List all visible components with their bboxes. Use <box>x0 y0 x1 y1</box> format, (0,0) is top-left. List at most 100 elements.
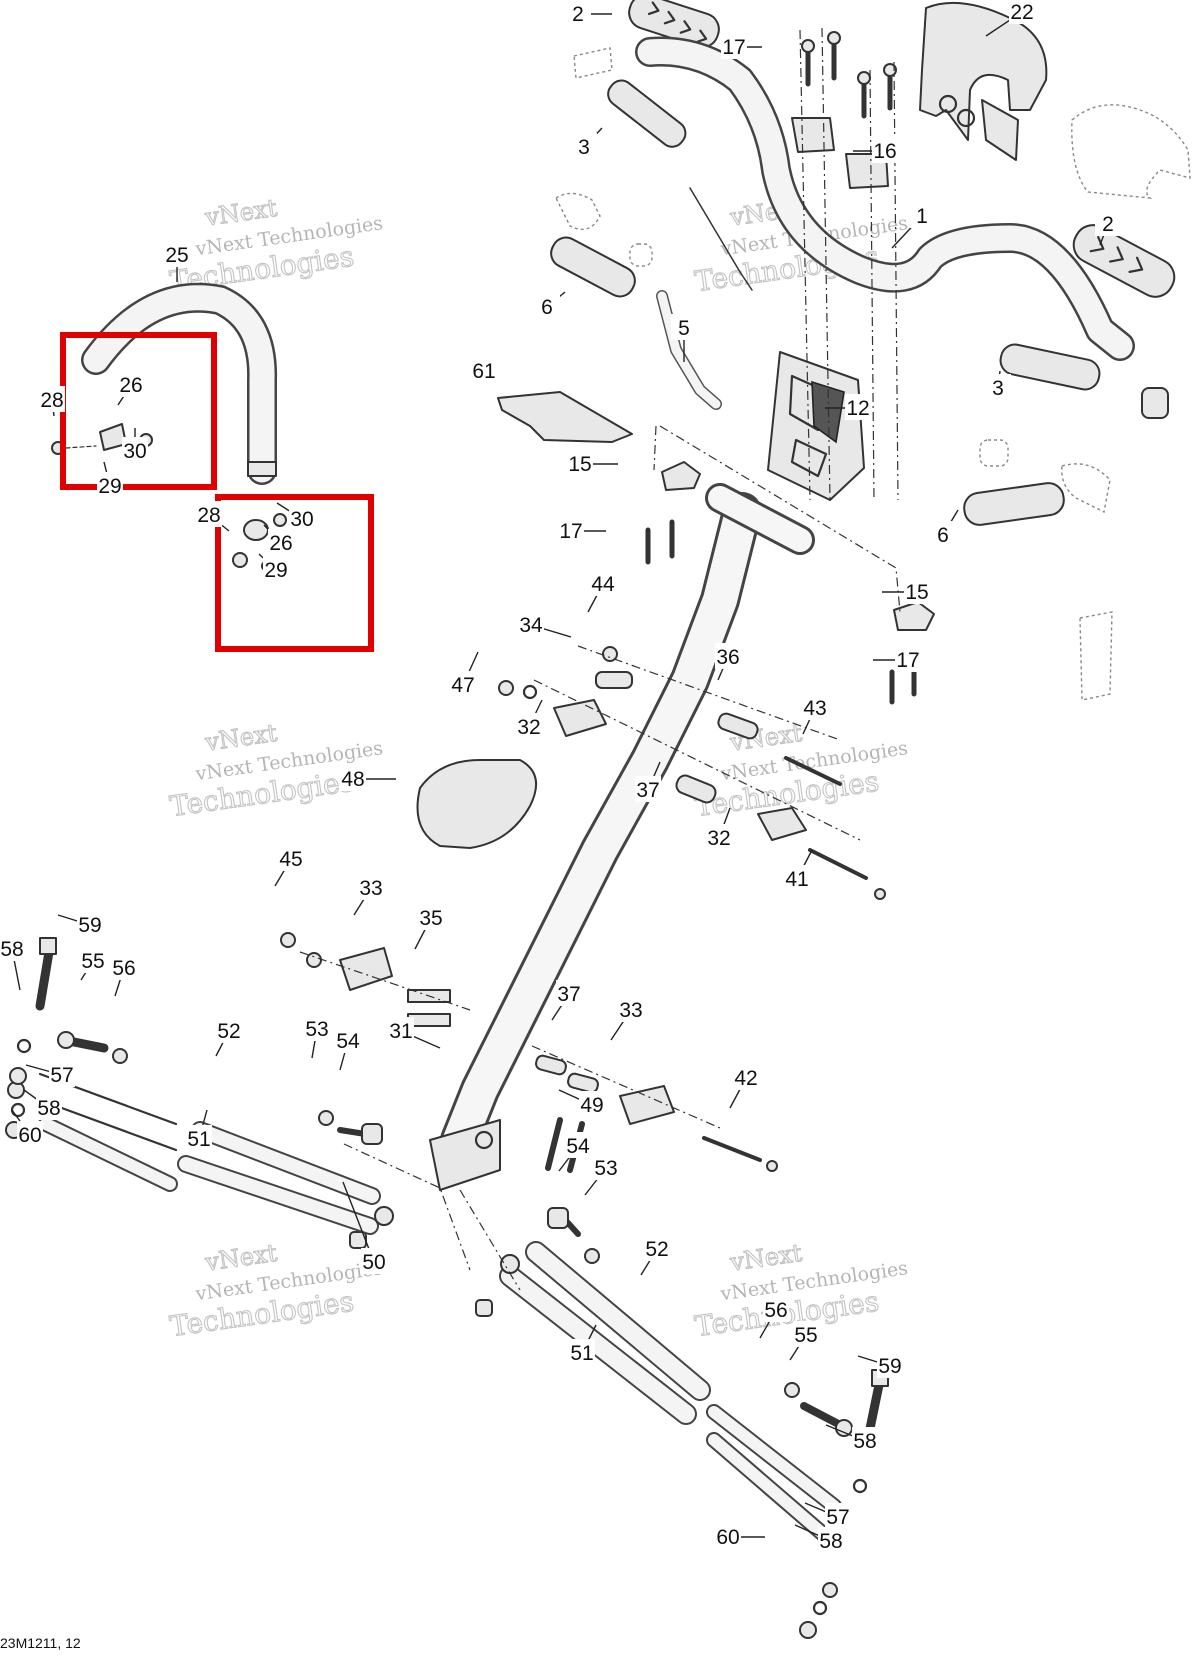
bar-insert-3-right <box>999 343 1101 391</box>
callout-label-33: 33 <box>619 999 642 1022</box>
callout-label-6: 6 <box>937 524 949 547</box>
callout-bg <box>793 1321 819 1347</box>
callout-bg <box>80 947 106 973</box>
ghost-bushing-2 <box>979 439 1009 467</box>
callout-label-45: 45 <box>279 848 302 871</box>
callout-bg <box>196 501 222 527</box>
tie-rods-upper <box>38 1072 394 1235</box>
callout-bg <box>0 935 25 961</box>
callout-label-55: 55 <box>81 950 104 973</box>
callout-bg <box>825 1503 851 1529</box>
callout-bg <box>635 776 661 802</box>
callout-label-43: 43 <box>803 697 826 720</box>
callout-label-57: 57 <box>50 1064 73 1087</box>
callout-bg <box>593 1154 619 1180</box>
callout-bg <box>671 314 697 340</box>
callout-label-34: 34 <box>519 614 543 637</box>
handlebar-1 <box>635 36 1135 361</box>
callout-bg <box>930 521 956 547</box>
callout-bg <box>618 996 644 1022</box>
bushing-6-left <box>550 236 636 298</box>
callout-bg <box>872 137 898 163</box>
callout-bg <box>763 1296 789 1322</box>
callout-bg <box>558 517 584 543</box>
callout-bg <box>289 505 315 531</box>
callout-label-22: 22 <box>1010 1 1033 24</box>
ghost-plug <box>573 47 613 79</box>
callout-bg <box>784 865 810 891</box>
callout-label-52: 52 <box>217 1020 240 1043</box>
steering-column <box>429 483 815 1191</box>
watermark-text-top: vNext <box>728 1239 804 1277</box>
callout-label-55: 55 <box>794 1324 817 1347</box>
riser-block-12 <box>767 351 865 501</box>
callout-label-58: 58 <box>37 1097 60 1120</box>
callout-bg <box>733 1064 759 1090</box>
assembly-axes <box>299 27 901 1291</box>
callout-label-17: 17 <box>722 36 745 59</box>
callout-label-56: 56 <box>764 1299 787 1322</box>
callout-bg <box>565 1132 591 1158</box>
callout-bg <box>97 472 123 498</box>
callout-label-30: 30 <box>290 508 313 531</box>
callout-bg <box>164 241 190 267</box>
callout-label-52: 52 <box>645 1238 668 1261</box>
handle-grip-right <box>1072 224 1176 419</box>
callout-bg <box>278 845 304 871</box>
riser-cap-16a <box>791 117 835 153</box>
callout-label-51: 51 <box>187 1128 210 1151</box>
callout-label-61: 61 <box>472 360 495 383</box>
highlight-box-mount-right <box>215 494 374 652</box>
clamp-15-lower <box>893 601 935 631</box>
callout-label-28: 28 <box>40 389 63 412</box>
callout-bg <box>571 133 597 159</box>
callout-bg <box>569 1339 595 1365</box>
callout-bg <box>388 1017 414 1043</box>
callout-label-5: 5 <box>678 317 690 340</box>
callout-label-33: 33 <box>359 877 382 900</box>
handlebar-pad-22 <box>919 1 1048 161</box>
callout-bg <box>361 1248 387 1274</box>
callout-bg <box>216 1017 242 1043</box>
callout-bg <box>335 1027 361 1053</box>
bushing-6-right <box>963 482 1065 526</box>
callout-label-15: 15 <box>905 581 928 604</box>
callout-bg <box>122 437 148 463</box>
bolts-17-top <box>801 31 897 119</box>
callout-label-16: 16 <box>873 140 896 163</box>
callout-bg <box>818 1527 844 1553</box>
callout-bg <box>36 1094 62 1120</box>
callout-label-54: 54 <box>566 1135 590 1158</box>
callout-label-25: 25 <box>165 244 188 267</box>
callout-label-58: 58 <box>853 1430 876 1453</box>
callout-label-60: 60 <box>716 1526 739 1549</box>
callout-bg <box>852 1427 878 1453</box>
callout-bg <box>715 1523 741 1549</box>
callout-label-42: 42 <box>734 1067 757 1090</box>
callout-label-6: 6 <box>541 296 553 319</box>
mount-kit-right <box>232 513 287 572</box>
callout-label-56: 56 <box>112 957 135 980</box>
callout-bg <box>579 1091 605 1117</box>
callout-bg <box>1009 0 1035 24</box>
callout-bg <box>567 450 593 476</box>
callout-label-60: 60 <box>18 1124 41 1147</box>
watermark-text-top: vNext <box>203 194 279 232</box>
bracket-25 <box>81 282 278 485</box>
plate-61 <box>497 391 633 443</box>
callout-bg <box>909 202 935 228</box>
callout-label-49: 49 <box>580 1094 603 1117</box>
callout-label-36: 36 <box>716 646 739 669</box>
callout-label-51: 51 <box>570 1342 593 1365</box>
callout-bg <box>118 371 144 397</box>
callout-label-17: 17 <box>896 649 919 672</box>
callout-label-58: 58 <box>0 938 23 961</box>
callout-bg <box>556 980 582 1006</box>
callout-label-12: 12 <box>846 397 869 420</box>
clamp-15-upper <box>661 461 701 491</box>
callout-bg <box>802 694 828 720</box>
callout-label-59: 59 <box>78 914 101 937</box>
callout-bg <box>418 904 444 930</box>
